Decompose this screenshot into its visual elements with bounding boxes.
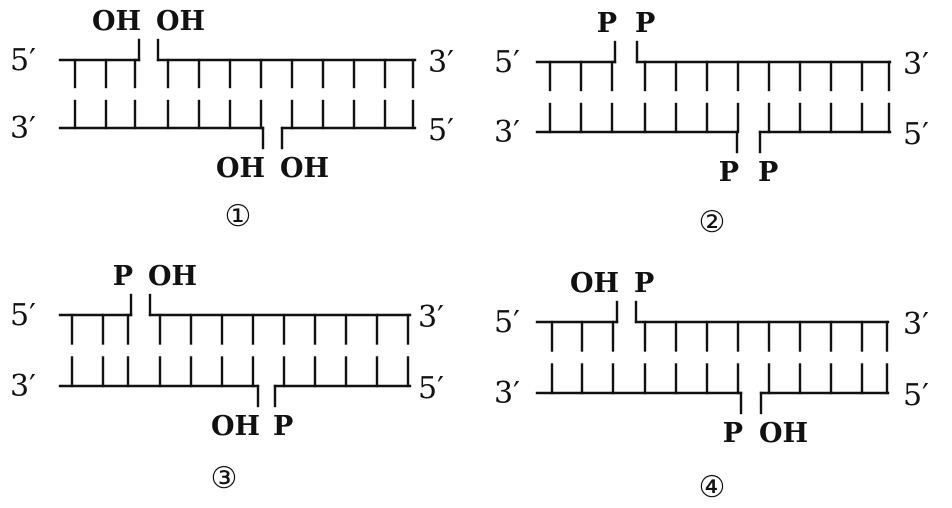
- duplex-strands: [535, 40, 892, 154]
- top-nick-right-terminal: P: [635, 8, 655, 39]
- top-nick-right-terminal: OH: [148, 261, 197, 292]
- three-prime-label: 3′: [494, 115, 520, 150]
- bottom-nick-left-terminal: OH: [211, 411, 260, 442]
- bottom-nick-right-terminal: OH: [280, 153, 329, 184]
- five-prime-label: 5′: [10, 298, 36, 333]
- five-prime-label: 5′: [494, 45, 520, 80]
- five-prime-label: 5′: [10, 43, 36, 78]
- panel-number: ②: [699, 205, 726, 240]
- bottom-nick-left-terminal: P: [723, 418, 743, 449]
- bottom-nick-right-terminal: P: [758, 157, 778, 188]
- top-nick-left-terminal: OH: [570, 268, 619, 299]
- top-nick-left-terminal: OH: [92, 6, 141, 37]
- three-prime-label: 3′: [903, 47, 929, 82]
- bottom-nick-right-terminal: P: [273, 411, 293, 442]
- three-prime-label: 3′: [10, 111, 36, 146]
- dna-duplex-panel-3: 5′ 3′ 3′ 5′ P OH OH P ③: [10, 261, 444, 496]
- duplex-strands: [58, 38, 417, 150]
- five-prime-label: 5′: [428, 113, 454, 148]
- dna-duplex-panel-1: 5′ 3′ 3′ 5′ OH OH OH OH ①: [10, 6, 454, 234]
- top-nick-left-terminal: P: [113, 261, 133, 292]
- bottom-nick-right-terminal: OH: [759, 418, 808, 449]
- five-prime-label: 5′: [903, 378, 929, 413]
- dna-duplex-panel-4: 5′ 3′ 3′ 5′ OH P P OH ④: [494, 268, 929, 505]
- top-nick-left-terminal: P: [597, 8, 617, 39]
- duplex-strands: [58, 293, 412, 408]
- bottom-nick-left-terminal: OH: [216, 153, 265, 184]
- bottom-nick-left-terminal: P: [719, 157, 739, 188]
- five-prime-label: 5′: [903, 117, 929, 152]
- top-nick-right-terminal: P: [634, 268, 654, 299]
- five-prime-label: 5′: [418, 371, 444, 406]
- duplex-strands: [535, 300, 890, 415]
- three-prime-label: 3′: [494, 376, 520, 411]
- five-prime-label: 5′: [494, 305, 520, 340]
- three-prime-label: 3′: [903, 307, 929, 342]
- panel-number: ①: [225, 199, 252, 234]
- panel-number: ④: [699, 470, 726, 505]
- panel-number: ③: [211, 461, 238, 496]
- three-prime-label: 3′: [428, 45, 454, 80]
- three-prime-label: 3′: [418, 300, 444, 335]
- top-nick-right-terminal: OH: [156, 6, 205, 37]
- three-prime-label: 3′: [10, 369, 36, 404]
